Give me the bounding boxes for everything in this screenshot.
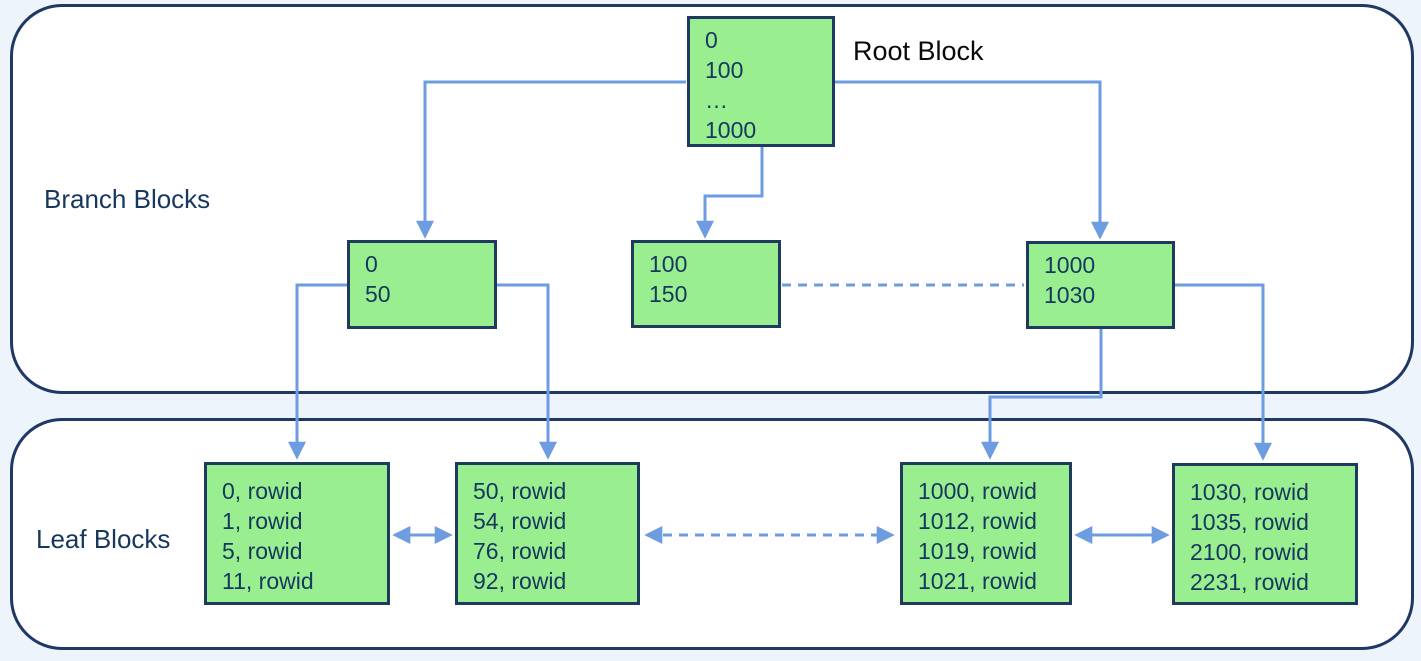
block-entry: 1000 bbox=[1044, 252, 1096, 278]
block-entry: 0 bbox=[365, 251, 378, 277]
block-entry: 150 bbox=[649, 281, 688, 307]
block-entry: … bbox=[705, 87, 728, 113]
block-entry: 76, rowid bbox=[473, 538, 567, 564]
block-entry: 1030, rowid bbox=[1190, 479, 1309, 505]
block-entry: 1, rowid bbox=[222, 508, 303, 534]
block-entry: 0, rowid bbox=[222, 478, 303, 504]
leaf-block-2: 50, rowid 54, rowid 76, rowid 92, rowid bbox=[455, 462, 640, 605]
block-entry: 100 bbox=[649, 251, 688, 277]
block-entry: 92, rowid bbox=[473, 568, 567, 594]
block-entry: 5, rowid bbox=[222, 538, 303, 564]
block-entry: 11, rowid bbox=[222, 568, 314, 594]
block-entry: 2100, rowid bbox=[1190, 539, 1309, 565]
root-block-label: Root Block bbox=[853, 36, 984, 66]
block-entry: 1035, rowid bbox=[1190, 509, 1309, 535]
block-entry: 50 bbox=[365, 281, 391, 307]
block-entry: 1019, rowid bbox=[918, 538, 1037, 564]
block-entry: 2231, rowid bbox=[1190, 569, 1309, 595]
leaf-blocks-label: Leaf Blocks bbox=[36, 524, 171, 554]
block-entry: 0 bbox=[705, 27, 718, 53]
block-entry: 1030 bbox=[1044, 282, 1096, 308]
block-entry: 1012, rowid bbox=[918, 508, 1037, 534]
branch-block-1000-1030: 1000 1030 bbox=[1026, 241, 1175, 329]
block-entry: 54, rowid bbox=[473, 508, 567, 534]
leaf-block-1: 0, rowid 1, rowid 5, rowid 11, rowid bbox=[204, 462, 390, 605]
leaf-block-4: 1030, rowid 1035, rowid 2100, rowid 2231, r… bbox=[1172, 463, 1358, 605]
block-entry: 1000 bbox=[705, 117, 757, 143]
root-block: 0 100 … 1000 bbox=[687, 16, 835, 147]
block-entry: 50, rowid bbox=[473, 478, 567, 504]
block-entry: 1000, rowid bbox=[918, 478, 1037, 504]
branch-blocks-label: Branch Blocks bbox=[44, 184, 211, 214]
block-entry: 1021, rowid bbox=[918, 568, 1037, 594]
block-entry: 100 bbox=[705, 57, 744, 83]
leaf-block-3: 1000, rowid 1012, rowid 1019, rowid 1021, r… bbox=[900, 462, 1072, 605]
